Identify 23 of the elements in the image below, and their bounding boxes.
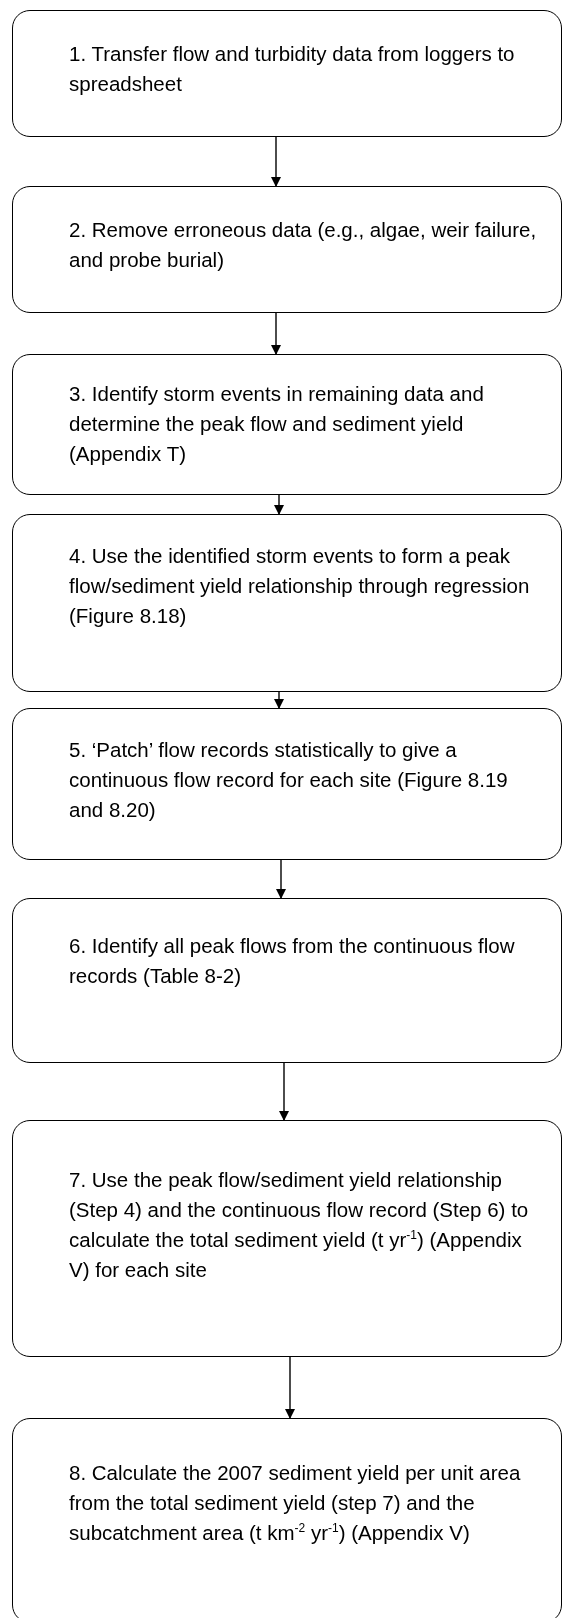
step-text: 5. ‘Patch’ flow records statistically to give a continuous flow record for each site (Figure 8.19 and 8.20): [69, 737, 509, 823]
step-text: 3. Identify storm events in remaining data and determine the peak flow and sediment yield (Appendix T): [69, 381, 485, 467]
step-text: 7. Use the peak flow/sediment yield relationship (Step 4) and the continuous flow record (Step 6) to calculate the total sediment yield (t yr$^{-1}$) (Appendix V) for each site: [69, 1167, 530, 1283]
arrow: [276, 859, 286, 899]
arrow: [274, 494, 284, 515]
arrow: [285, 1356, 295, 1419]
process-box: [12, 1418, 562, 1618]
process-box: [12, 708, 562, 860]
step-text: 1. Transfer flow and turbidity data from loggers to spreadsheet: [69, 41, 516, 97]
process-box: [12, 514, 562, 692]
arrow: [274, 691, 284, 709]
process-box: [12, 10, 562, 137]
step-text: 8. Calculate the 2007 sediment yield per unit area from the total sediment yield (step 7) and the subcatchment area (t km$^{-2}$ yr$^{-1}$) (Appendix V): [69, 1460, 522, 1546]
arrow: [279, 1062, 289, 1121]
process-box: [12, 186, 562, 313]
step-text: 2. Remove erroneous data (e.g., algae, weir failure, and probe burial): [69, 217, 538, 273]
process-box: [12, 1120, 562, 1357]
process-box: [12, 898, 562, 1063]
arrow: [271, 312, 281, 355]
process-box: [12, 354, 562, 495]
step-text: 4. Use the identified storm events to form a peak flow/sediment yield relationship through regression (Figure 8.18): [69, 543, 531, 629]
step-text: 6. Identify all peak flows from the continuous flow records (Table 8-2): [69, 933, 516, 989]
arrow: [271, 136, 281, 187]
